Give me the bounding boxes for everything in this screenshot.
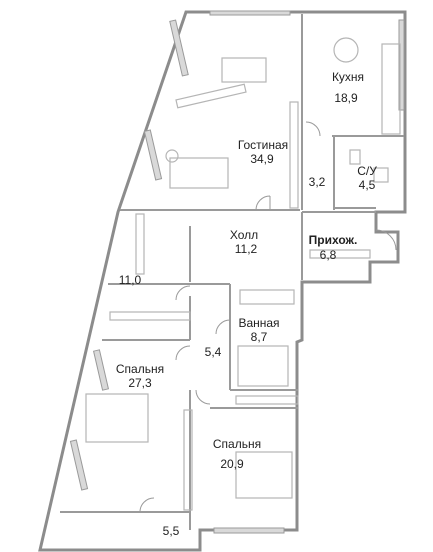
door-living [255, 195, 271, 211]
door-bed1 [175, 345, 191, 361]
door-entry [375, 229, 397, 251]
door-bed2 [195, 389, 211, 405]
tv-unit [175, 83, 247, 109]
kitchen-counter [381, 43, 401, 135]
door-kitchen [305, 121, 321, 137]
window-living-2 [143, 129, 163, 181]
room-name-bedroom1: Спальня [115, 362, 165, 376]
kitchen-table [333, 37, 359, 63]
room-area-storage: 3,2 [308, 175, 326, 189]
entry-wardrobe [309, 249, 371, 259]
window-living-1 [169, 19, 189, 77]
room-name-hall: Холл [229, 228, 259, 242]
door-wardrobe1 [175, 285, 191, 301]
wardrobe-strip-2 [235, 395, 299, 405]
room-name-entry: Прихож. [308, 233, 358, 247]
wardrobe-hall [135, 213, 145, 275]
wc-sink [373, 167, 389, 183]
room-area-living: 34,9 [250, 152, 274, 166]
window-top [209, 10, 291, 16]
bath-tub [237, 345, 289, 387]
bed-bedroom1 [85, 393, 149, 443]
window-bed1-2 [69, 439, 89, 491]
room-name-wc: С/У [357, 164, 377, 178]
room-area-hall: 11,2 [234, 242, 258, 256]
window-bed2 [213, 527, 285, 534]
room-area-wc: 4,5 [358, 178, 376, 192]
room-area-wardrobe1: 11,0 [118, 273, 142, 287]
window-kitchen [398, 19, 405, 111]
bed-bedroom2 [235, 451, 293, 499]
door-bath [215, 319, 231, 335]
outer-wall [38, 10, 407, 552]
wardrobe-bed2 [183, 409, 193, 511]
wardrobe-strip-1 [109, 311, 191, 321]
door-balcony [139, 497, 155, 513]
room-area-balcony: 5,5 [162, 524, 180, 538]
room-area-bedroom2: 20,9 [220, 457, 244, 471]
room-area-bathroom: 8,7 [250, 330, 268, 344]
room-area-entry: 6,8 [319, 248, 337, 262]
living-wardrobe [289, 101, 299, 209]
sofa-living [169, 157, 229, 189]
room-area-bedroom1: 27,3 [128, 376, 152, 390]
room-name-bathroom: Ванная [238, 316, 280, 330]
window-bed1-1 [92, 349, 110, 391]
room-area-wardrobe2: 5,4 [204, 345, 222, 359]
room-name-bedroom2: Спальня [212, 437, 262, 451]
dining-table [221, 57, 267, 83]
room-name-living: Гостиная [237, 138, 289, 152]
bath-sinks [239, 289, 295, 305]
room-area-kitchen: 18,9 [334, 91, 358, 105]
room-name-kitchen: Кухня [331, 70, 365, 84]
armchair-living [165, 149, 179, 163]
wc-toilet [349, 149, 361, 165]
